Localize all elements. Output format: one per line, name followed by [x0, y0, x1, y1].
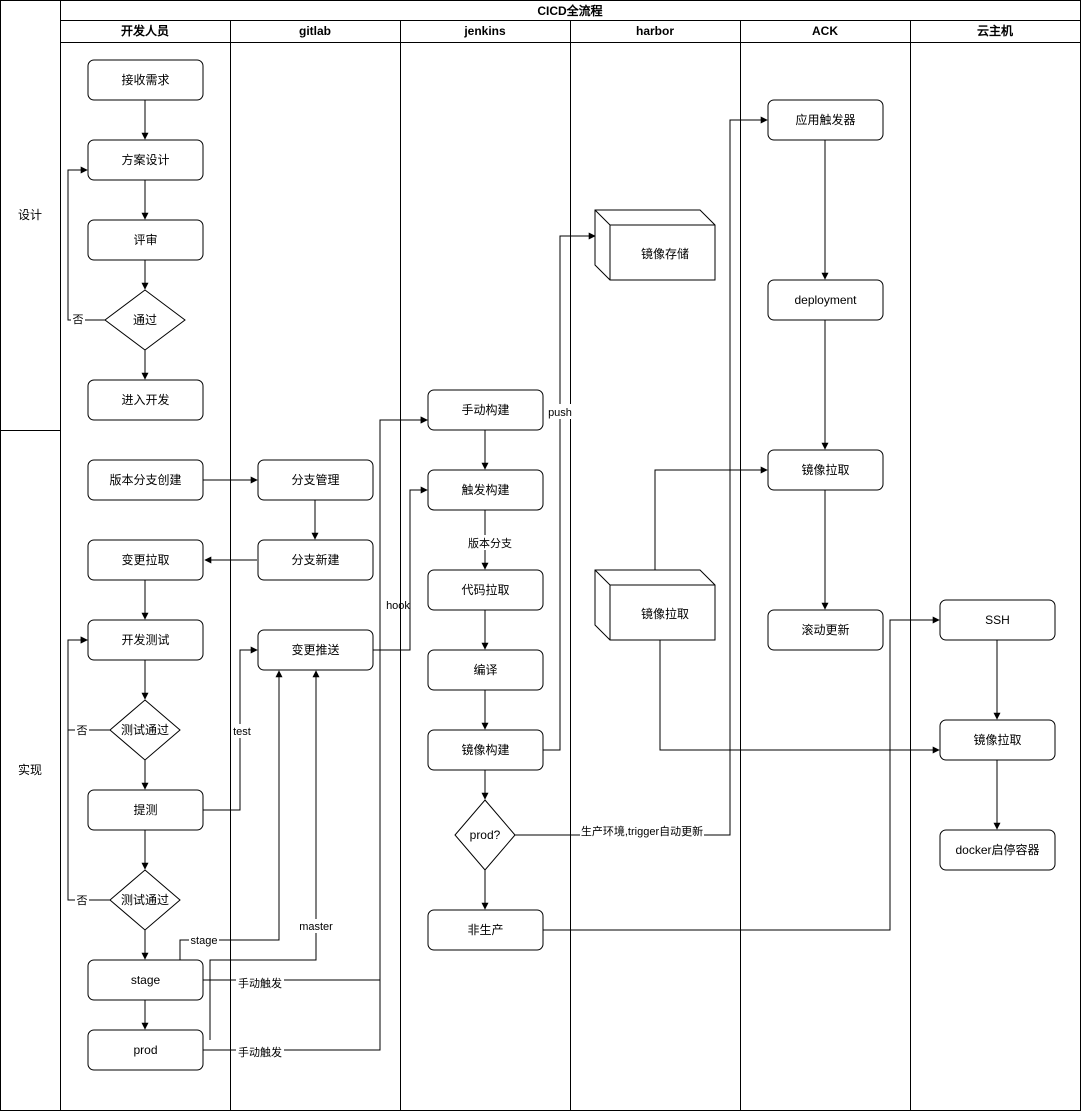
- node-solution-design: 方案设计: [87, 139, 204, 181]
- svg-text:prod: prod: [133, 1043, 157, 1057]
- svg-text:SSH: SSH: [985, 613, 1010, 627]
- svg-text:提测: 提测: [133, 802, 157, 817]
- edge-label-prod-env-auto-update: 生产环境,trigger自动更新: [581, 824, 703, 838]
- svg-text:测试通过: 测试通过: [121, 892, 169, 907]
- node-create-version-branch: 版本分支创建: [87, 459, 204, 501]
- svg-text:变更拉取: 变更拉取: [121, 552, 169, 567]
- lane-header-developer: 开发人员: [121, 23, 169, 38]
- edge-label-test: test: [233, 726, 251, 738]
- svg-text:镜像拉取: 镜像拉取: [973, 732, 1021, 747]
- node-trigger-build: 触发构建: [427, 469, 544, 511]
- node-new-branch: 分支新建: [257, 539, 374, 581]
- edge-label-manual-trigger-stage: 手动触发: [238, 976, 282, 990]
- decision-dev-test-pass: 测试通过: [109, 699, 181, 761]
- svg-text:方案设计: 方案设计: [121, 152, 169, 167]
- lane-header-harbor: harbor: [636, 24, 674, 38]
- edge-label-master: master: [299, 921, 333, 933]
- node-image-build: 镜像构建: [427, 729, 544, 771]
- node-review: 评审: [87, 219, 204, 261]
- svg-text:deployment: deployment: [794, 293, 857, 307]
- svg-text:触发构建: 触发构建: [461, 482, 509, 497]
- svg-text:镜像拉取: 镜像拉取: [641, 606, 689, 621]
- svg-text:镜像构建: 镜像构建: [461, 742, 509, 757]
- phase-label-design: 设计: [18, 208, 42, 222]
- edge-labels: 否 否 否 版本分支 push hook test stage master 手…: [71, 312, 704, 1060]
- decision-prod: prod?: [454, 799, 516, 871]
- svg-text:prod?: prod?: [470, 828, 501, 842]
- node-dev-testing: 开发测试: [87, 619, 204, 661]
- edge-label-manual-trigger-prod: 手动触发: [238, 1045, 282, 1059]
- lane-header-jenkins: jenkins: [463, 24, 506, 38]
- node-branch-management: 分支管理: [257, 459, 374, 501]
- edge-label-no-review: 否: [73, 314, 84, 326]
- decision-pass: 通过: [104, 289, 186, 351]
- node-submit-test: 提测: [87, 789, 204, 831]
- svg-text:非生产: 非生产: [467, 923, 503, 937]
- svg-text:编译: 编译: [473, 662, 497, 677]
- node-enter-development: 进入开发: [87, 379, 204, 421]
- node-stage: stage: [87, 959, 204, 1001]
- svg-text:测试通过: 测试通过: [121, 722, 169, 737]
- svg-text:应用触发器: 应用触发器: [795, 112, 855, 127]
- node-code-pull: 代码拉取: [427, 569, 544, 611]
- svg-text:版本分支创建: 版本分支创建: [109, 473, 181, 487]
- svg-text:代码拉取: 代码拉取: [461, 582, 509, 597]
- svg-text:stage: stage: [131, 973, 161, 987]
- lane-header-cloud-host: 云主机: [977, 23, 1013, 38]
- svg-text:分支新建: 分支新建: [291, 552, 339, 567]
- edge-label-no-qa-test: 否: [77, 895, 88, 907]
- svg-text:开发测试: 开发测试: [121, 632, 169, 647]
- edge-label-version-branch: 版本分支: [468, 536, 512, 550]
- lane-header-gitlab: gitlab: [299, 24, 331, 38]
- node-image-storage: 镜像存储: [594, 209, 716, 281]
- node-harbor-image-pull: 镜像拉取: [594, 569, 716, 641]
- node-rolling-update: 滚动更新: [767, 609, 884, 651]
- node-pull-changes: 变更拉取: [87, 539, 204, 581]
- svg-text:手动构建: 手动构建: [461, 402, 509, 417]
- svg-text:滚动更新: 滚动更新: [801, 622, 849, 637]
- node-non-production: 非生产: [427, 909, 544, 951]
- svg-text:变更推送: 变更推送: [291, 642, 339, 657]
- node-app-trigger: 应用触发器: [767, 99, 884, 141]
- node-prod: prod: [87, 1029, 204, 1071]
- edge-label-no-dev-test: 否: [77, 725, 88, 737]
- node-docker-start-stop: docker启停容器: [939, 829, 1056, 871]
- svg-text:分支管理: 分支管理: [291, 472, 339, 487]
- svg-text:进入开发: 进入开发: [121, 392, 169, 407]
- node-host-image-pull: 镜像拉取: [939, 719, 1056, 761]
- node-push-changes: 变更推送: [257, 629, 374, 671]
- decision-qa-test-pass: 测试通过: [109, 869, 181, 931]
- edge-label-push: push: [548, 407, 572, 419]
- svg-text:评审: 评审: [133, 232, 157, 247]
- node-manual-build: 手动构建: [427, 389, 544, 431]
- phase-label-implement: 实现: [18, 762, 42, 777]
- node-compile: 编译: [427, 649, 544, 691]
- svg-text:docker启停容器: docker启停容器: [955, 842, 1039, 857]
- diagram-title: CICD全流程: [537, 3, 602, 18]
- node-deployment: deployment: [767, 279, 884, 321]
- lane-header-ack: ACK: [812, 24, 838, 38]
- node-ssh: SSH: [939, 599, 1056, 641]
- edge-label-stage: stage: [191, 935, 218, 947]
- svg-text:接收需求: 接收需求: [121, 72, 169, 87]
- svg-text:镜像拉取: 镜像拉取: [801, 462, 849, 477]
- svg-text:镜像存储: 镜像存储: [641, 246, 689, 261]
- node-receive-requirement: 接收需求: [87, 59, 204, 101]
- svg-text:通过: 通过: [133, 313, 157, 327]
- edge-label-hook: hook: [386, 600, 410, 612]
- node-ack-image-pull: 镜像拉取: [767, 449, 884, 491]
